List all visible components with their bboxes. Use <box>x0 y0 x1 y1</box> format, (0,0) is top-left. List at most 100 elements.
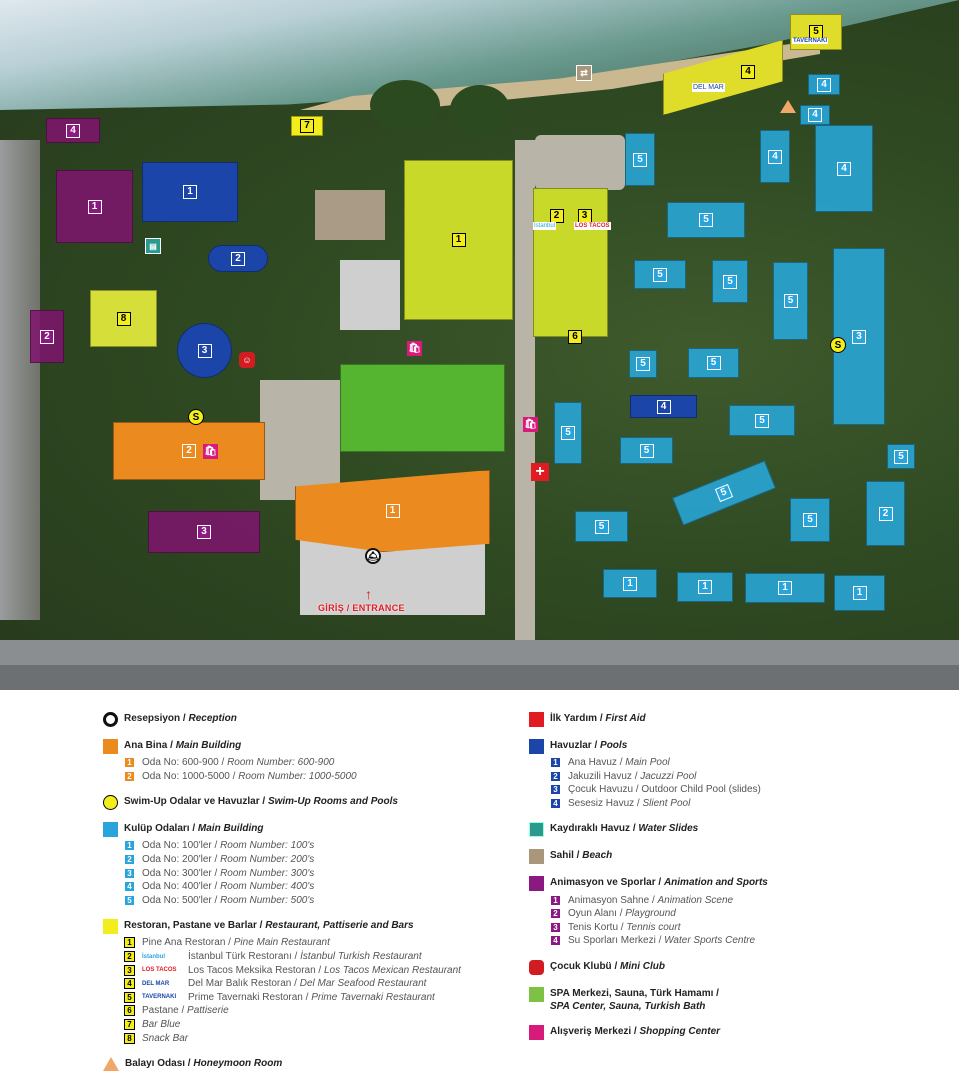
snack-bar[interactable]: 8 <box>90 290 157 347</box>
animation-scene[interactable]: 1 <box>56 170 133 243</box>
legend-title: Swim-Up Odalar ve Havuzlar / Swim-Up Roo… <box>124 795 398 808</box>
tavernaki-restaurant[interactable]: 5 <box>790 14 842 50</box>
building <box>340 260 400 330</box>
club-room-block[interactable]: 5 <box>773 262 808 340</box>
club-room-block[interactable]: 4 <box>808 74 840 95</box>
club-room-block[interactable]: 5 <box>887 444 915 469</box>
child-pool[interactable]: 3 <box>177 323 232 378</box>
legend-title-en: Reception <box>188 713 237 724</box>
legend-heading: İlk Yardım / First Aid <box>529 712 768 727</box>
shopping-icon[interactable]: 🛍 <box>203 444 218 459</box>
pine-main-restaurant[interactable]: 1 <box>404 160 513 320</box>
legend-item-text: Oda No: 400'ler / Room Number: 400's <box>142 881 315 893</box>
area-number: 3 <box>577 209 592 223</box>
legend-title-en: Shopping Center <box>639 1025 721 1037</box>
area-number: 8 <box>116 311 131 326</box>
club-room-block[interactable]: 4 <box>800 105 830 125</box>
area-number: 7 <box>300 119 314 133</box>
legend-heading: SPA Merkezi, Sauna, Türk Hamamı /SPA Cen… <box>529 986 768 1013</box>
area-number: 2 <box>878 506 893 521</box>
tennis-court[interactable]: 3 <box>148 511 260 553</box>
legend-item: 3 Oda No: 300'ler / Room Number: 300's <box>124 866 461 880</box>
legend-heading: Restoran, Pastane ve Barlar / Restaurant… <box>103 919 461 935</box>
reception-icon[interactable]: 🛎 <box>365 548 381 564</box>
main-pool[interactable]: 1 <box>142 162 238 222</box>
building <box>315 190 385 240</box>
mini-club-icon[interactable]: ☺ <box>239 352 255 368</box>
area-number: 5 <box>639 443 654 458</box>
spa-center[interactable] <box>340 364 505 452</box>
legend-heading: Alışveriş Merkezi / Shopping Center <box>529 1024 768 1040</box>
legend-title-tr: Kaydıraklı Havuz / <box>550 823 639 835</box>
area-number: 3 <box>852 329 866 344</box>
area-number: 2 <box>182 444 196 458</box>
silent-pool[interactable]: 4 <box>630 395 697 418</box>
club-room-block[interactable]: 1 <box>677 572 733 602</box>
bar-blue[interactable]: 7 <box>291 116 323 136</box>
club-room-block[interactable]: 5 <box>729 405 795 436</box>
first-aid-icon[interactable]: + <box>531 463 549 481</box>
entrance-plaza <box>300 540 485 615</box>
area-number: 4 <box>656 399 671 414</box>
legend-swatch-icon <box>103 822 118 838</box>
club-room-block[interactable]: 5 <box>575 511 628 542</box>
club-room-block[interactable]: 5 <box>625 133 655 186</box>
pattiserie-marker[interactable]: 6 <box>568 330 582 344</box>
club-room-block[interactable]: 2 <box>866 481 905 546</box>
legend-section: Swim-Up Odalar ve Havuzlar / Swim-Up Roo… <box>103 795 461 811</box>
honeymoon-icon <box>103 1056 119 1071</box>
legend-title-en: Pools <box>600 740 628 751</box>
legend-item-number: 3 <box>124 867 135 879</box>
club-room-block[interactable]: 5 <box>672 460 776 526</box>
jacuzzi-pool[interactable]: 2 <box>208 245 268 272</box>
area-number: 5 <box>723 274 737 289</box>
club-room-block[interactable]: 4 <box>815 125 873 212</box>
legend-item-number: 2 <box>124 770 135 782</box>
club-room-block[interactable]: 5 <box>667 202 745 238</box>
water-sports-centre[interactable]: 4 <box>46 118 100 143</box>
legend-title-en: Water Slides <box>638 823 699 835</box>
legend-item-text: Del Mar Balık Restoran / Del Mar Seafood… <box>188 978 427 990</box>
club-room-block[interactable]: 1 <box>603 569 657 598</box>
legend-item-text: Oda No: 300'ler / Room Number: 300's <box>142 867 315 879</box>
swim-up-icon[interactable]: S <box>830 337 846 353</box>
beach-icon[interactable]: ⇄ <box>576 65 592 81</box>
club-room-block[interactable]: 5 <box>620 437 673 464</box>
main-building-2[interactable]: 2 <box>113 422 265 480</box>
club-room-block[interactable]: 1 <box>834 575 885 611</box>
honeymoon-icon[interactable] <box>780 100 796 113</box>
club-room-block[interactable]: 1 <box>745 573 825 603</box>
tavernaki-logo: TAVERNAKI <box>792 38 829 44</box>
club-room-block[interactable]: 5 <box>712 260 748 303</box>
club-room-block[interactable]: 5 <box>634 260 686 289</box>
club-room-block[interactable]: 4 <box>760 130 790 183</box>
club-room-block[interactable]: 5 <box>688 348 739 378</box>
shopping-icon[interactable]: 🛍 <box>523 417 538 432</box>
club-room-block[interactable]: 5 <box>554 402 582 464</box>
legend-title: Alışveriş Merkezi / Shopping Center <box>550 1025 720 1038</box>
legend-title: Havuzlar / Pools <box>550 739 627 752</box>
shopping-icon[interactable]: 🛍 <box>407 341 422 356</box>
legend-item-number: 3 <box>124 964 135 976</box>
legend-item-number: 3 <box>550 784 561 796</box>
club-room-block[interactable]: 5 <box>629 350 657 378</box>
playground[interactable]: 2 <box>30 310 64 363</box>
legend-item-number: 2 <box>550 908 561 920</box>
club-room-block[interactable]: 5 <box>790 498 830 542</box>
club-room-block[interactable]: 3 <box>833 248 885 425</box>
swim-up-icon[interactable]: S <box>188 409 204 425</box>
water-slides-icon[interactable]: ▤ <box>145 238 161 254</box>
restaurant-logo: İstanbul <box>142 953 166 960</box>
area-number: 2 <box>549 209 564 223</box>
legend-title: İlk Yardım / First Aid <box>550 712 646 725</box>
